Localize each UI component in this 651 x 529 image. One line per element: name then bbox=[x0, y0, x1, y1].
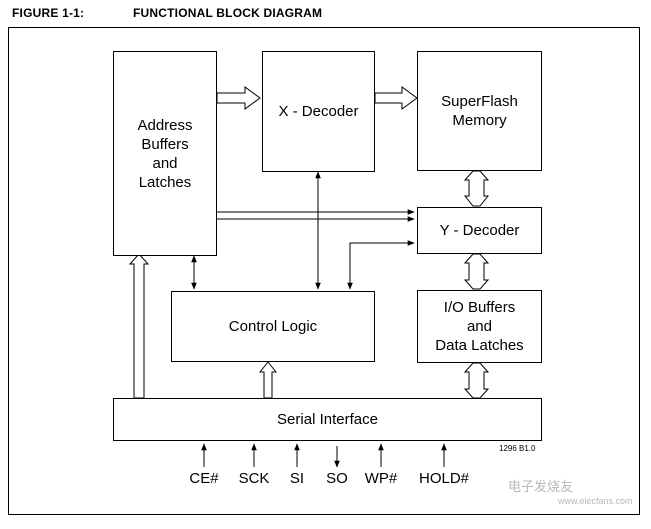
figure-title: FUNCTIONAL BLOCK DIAGRAM bbox=[133, 6, 323, 20]
y-decoder-block: Y - Decoder bbox=[417, 207, 542, 254]
serial-interface-block: Serial Interface bbox=[113, 398, 542, 441]
address-buffers-block: Address Buffers and Latches bbox=[113, 51, 217, 256]
pin-sck-label: SCK bbox=[238, 470, 270, 487]
flash-ydecoder-bus-arrow bbox=[463, 170, 490, 207]
ydecoder-io-bus-arrow bbox=[463, 253, 490, 290]
superflash-memory-block: SuperFlash Memory bbox=[417, 51, 542, 171]
serial-to-control-bus-arrow bbox=[258, 361, 278, 399]
pin-so-label: SO bbox=[326, 470, 348, 487]
pin-hold-label: HOLD# bbox=[418, 470, 470, 487]
pin-si-label: SI bbox=[289, 470, 305, 487]
pin-wp-label: WP# bbox=[364, 470, 398, 487]
drawing-code: 1296 B1.0 bbox=[499, 444, 536, 453]
pin-arrows bbox=[201, 443, 447, 468]
pin-ce-label: CE# bbox=[189, 470, 219, 487]
io-serial-bus-arrow bbox=[463, 362, 490, 399]
addr-to-xdecoder-bus-arrow bbox=[216, 86, 261, 110]
watermark-url: www.elecfans.com bbox=[558, 496, 633, 506]
figure-number: FIGURE 1-1: bbox=[12, 6, 85, 20]
control-logic-block: Control Logic bbox=[171, 291, 375, 362]
io-buffers-block: I/O Buffers and Data Latches bbox=[417, 290, 542, 363]
diagram-frame bbox=[8, 27, 640, 515]
watermark-logo: 电子发烧友 bbox=[508, 479, 574, 494]
xdecoder-to-flash-bus-arrow bbox=[374, 86, 418, 110]
control-ydecoder-line bbox=[347, 240, 415, 290]
x-decoder-block: X - Decoder bbox=[262, 51, 375, 172]
addr-to-ydecoder-lines bbox=[217, 209, 415, 222]
serial-to-address-bus-arrow bbox=[128, 253, 150, 399]
